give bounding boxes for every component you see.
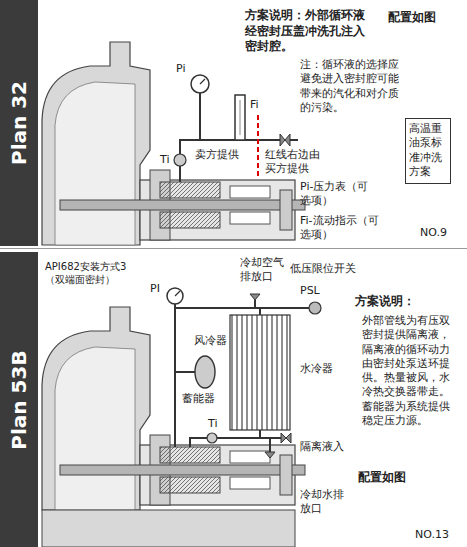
pump-body [42, 307, 305, 510]
box-text: 高温重油泵标准冲洗方案 [409, 122, 447, 179]
plan-title: Plan 32 [7, 81, 31, 165]
plan-band: Plan 53B [0, 252, 38, 547]
note-text: 注：循环液的选择应避免进入密封腔可能带来的汽化和对介质的污染。 [300, 58, 400, 115]
scope-label: 卖方提供 [195, 148, 241, 162]
instrument-tag: Fi [250, 98, 259, 112]
note-box: 高温重油泵标准冲洗方案 [405, 118, 451, 184]
part-name: 隔离液入 [300, 440, 344, 454]
cooler [230, 315, 290, 430]
instrument-tag: Ti [208, 417, 217, 431]
instrument-tag: PI [150, 282, 160, 296]
air-vent-valve [250, 294, 260, 300]
part-name: 冷却水排放口 [300, 488, 348, 517]
legend-note: Fi-流动指示（可选项） [300, 214, 382, 243]
scheme-heading: 方案说明： [355, 294, 415, 310]
part-name: 蓄能器 [182, 392, 215, 406]
pump-base [42, 510, 295, 547]
pressure-gauge [191, 75, 209, 93]
pressure-gauge [167, 288, 183, 304]
pressure-switch [309, 302, 321, 314]
part-name: 水冷器 [300, 362, 333, 376]
config-note: 配置如图 [358, 470, 406, 486]
scheme-note: 方案说明：外部循环液经密封压盖冲洗孔注入密封腔。 [245, 8, 375, 55]
instrument-tag: Ti [160, 153, 169, 167]
config-note: 配置如图 [388, 10, 436, 26]
figure-number: NO.9 [420, 226, 447, 240]
thermometer [207, 433, 217, 443]
part-name: 低压限位开关 [290, 262, 356, 276]
inlet-valve [281, 433, 291, 443]
panel-divider [0, 248, 467, 249]
part-name: 风冷器 [194, 334, 227, 348]
scope-label: 红线右边由买方提供 [265, 148, 325, 177]
flow-indicator [235, 95, 245, 140]
barrier-piping [175, 300, 309, 452]
instrument-tag: Pi [176, 62, 185, 76]
valve [280, 134, 290, 146]
scope-red-line [257, 115, 259, 176]
thermometer [174, 154, 186, 166]
install-type: API682安装方式3（双端面密封） [45, 260, 140, 286]
pump-body [42, 42, 305, 245]
scheme-note: 外部管线为有压双密封提供隔离液，隔离液的循环动力由密封处泵送环提供。热量被风，水… [362, 314, 460, 428]
plan-band: Plan 32 [0, 0, 38, 246]
plan-title: Plan 53B [7, 350, 31, 449]
drain-valve [265, 452, 275, 458]
part-name: 冷却空气排放口 [240, 256, 288, 285]
instrument-tag: PSL [300, 284, 320, 298]
accumulator [195, 356, 215, 388]
figure-number: NO.13 [415, 528, 449, 542]
legend-note: Pi-压力表（可选项） [300, 180, 374, 209]
